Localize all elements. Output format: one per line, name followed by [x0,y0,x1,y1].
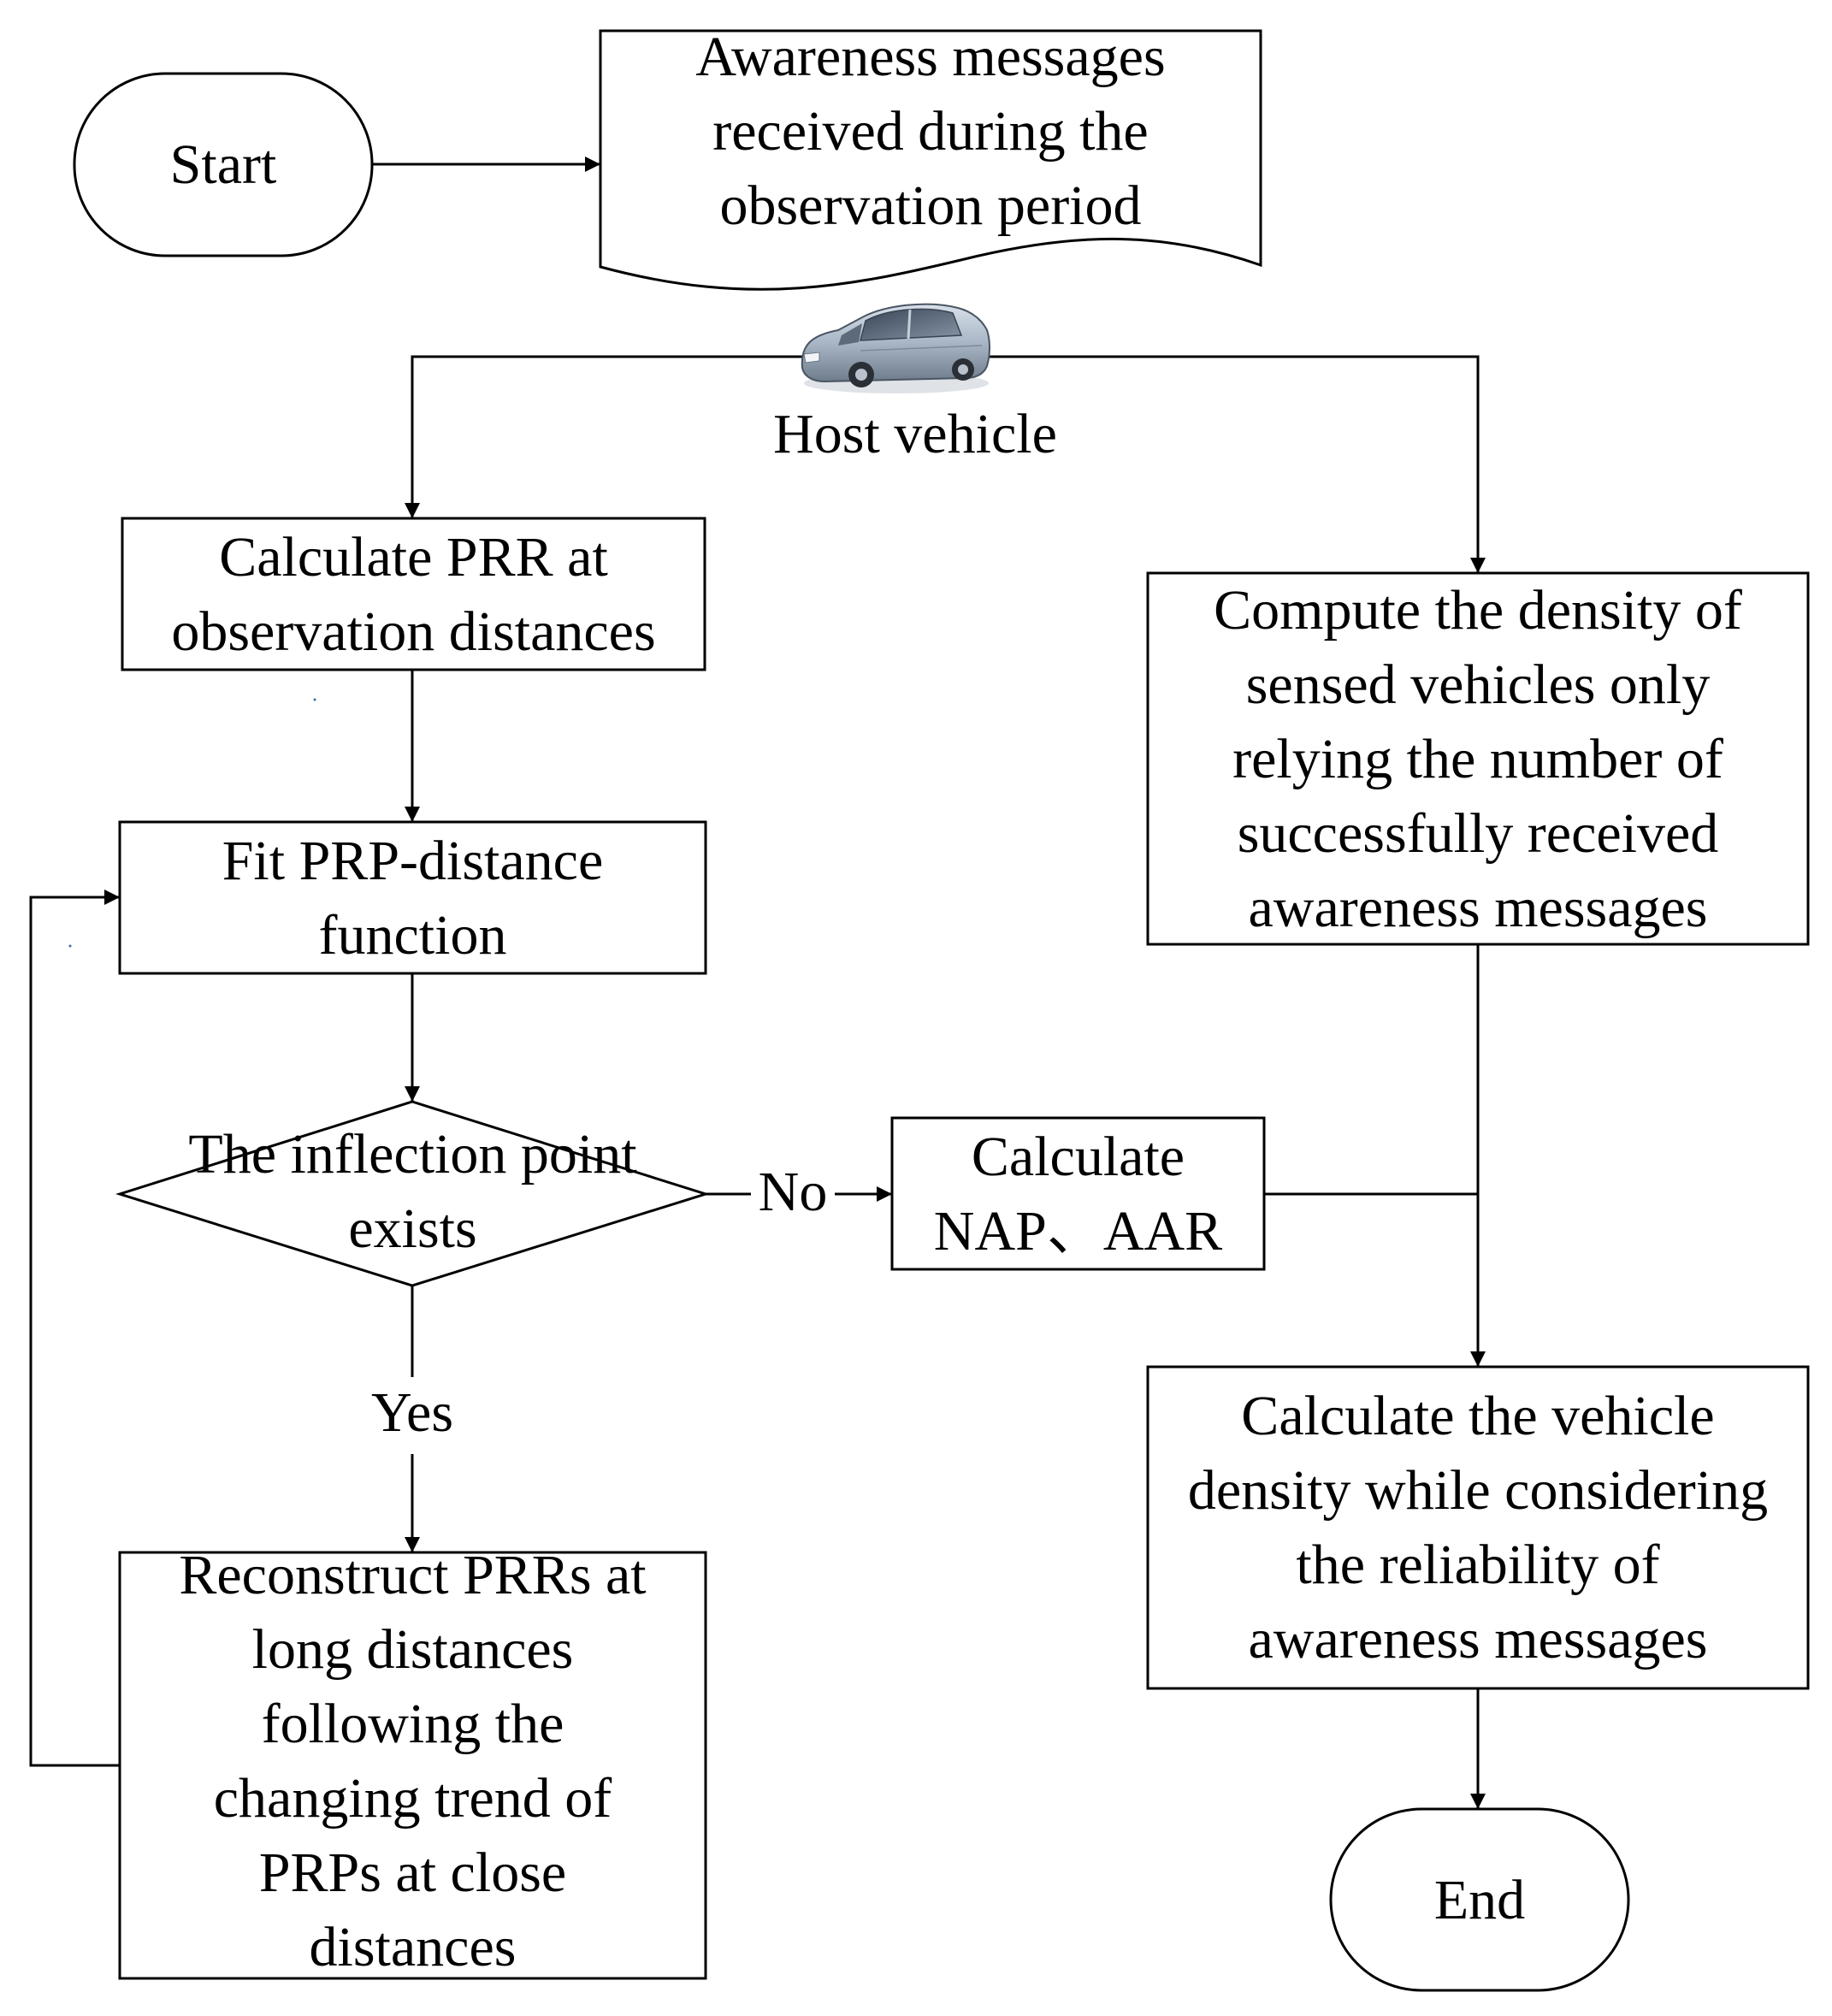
calc-density-line: awareness messages [1248,1608,1708,1670]
input-document-line: received during the [712,99,1149,163]
compute-density-line: relying the number of [1232,727,1723,790]
reconstruct-text: Reconstruct PRRs at long distances follo… [120,1544,706,1978]
input-document-line: observation period [719,174,1142,237]
reconstruct-line: Reconstruct PRRs at [179,1544,647,1606]
no-label: No [751,1158,835,1227]
calc-prr-line: observation distances [171,600,656,663]
fit-prp-line: Fit PRP-distance [222,829,604,892]
host-vehicle-text: Host vehicle [773,403,1057,465]
decision-line: The inflection point [188,1123,637,1185]
calc-density-text: Calculate the vehicle density while cons… [1148,1367,1808,1688]
calc-nap-text: Calculate NAP、AAR [892,1118,1264,1269]
compute-density-line: sensed vehicles only [1245,653,1711,716]
compute-density-line: successfully received [1237,801,1719,865]
reconstruct-line: distances [309,1916,517,1978]
no-label-text: No [758,1161,828,1223]
car-icon [801,303,990,393]
yes-label: Yes [344,1379,481,1447]
input-document-line: Awareness messages [695,25,1166,88]
yes-label-text: Yes [370,1381,454,1444]
calc-nap-line: NAP、AAR [933,1199,1223,1262]
stray-dot [68,944,72,948]
fit-prp-text: Fit PRP-distance function [120,822,706,973]
host-vehicle-label: Host vehicle [753,400,1078,469]
end-label-box: End [1331,1809,1628,1990]
stray-dot [313,698,316,701]
branch-right-line [988,355,1486,573]
start-label: Start [169,133,277,196]
compute-density-line: Compute the density of [1214,578,1742,641]
compute-density-line: awareness messages [1248,876,1708,939]
calc-density-line: the reliability of [1296,1534,1660,1596]
end-label: End [1433,1868,1526,1931]
decision-line: exists [348,1197,477,1260]
fit-prp-line: function [318,903,507,967]
arrow-loop-back [29,890,120,1767]
compute-density-text: Compute the density of sensed vehicles o… [1148,573,1808,944]
branch-left-line [405,355,804,518]
input-document-text: Awareness messages received during the o… [600,19,1261,243]
calc-prr-text: Calculate PRR at observation distances [122,518,705,670]
end-terminator [1329,1807,1630,1992]
calc-prr-line: Calculate PRR at [219,525,608,588]
reconstruct-line: following the [261,1693,564,1755]
decision-text: The inflection point exists [120,1117,706,1266]
reconstruct-line: long distances [251,1618,574,1681]
calc-density-line: density while considering [1187,1459,1769,1522]
input-document-shape [599,29,1262,291]
reconstruct-line: changing trend of [213,1767,612,1830]
calc-density-line: Calculate the vehicle [1241,1385,1715,1447]
start-label-box: Start [74,74,372,256]
reconstruct-line: PRPs at close [258,1842,567,1904]
calc-nap-line: Calculate [971,1125,1185,1188]
